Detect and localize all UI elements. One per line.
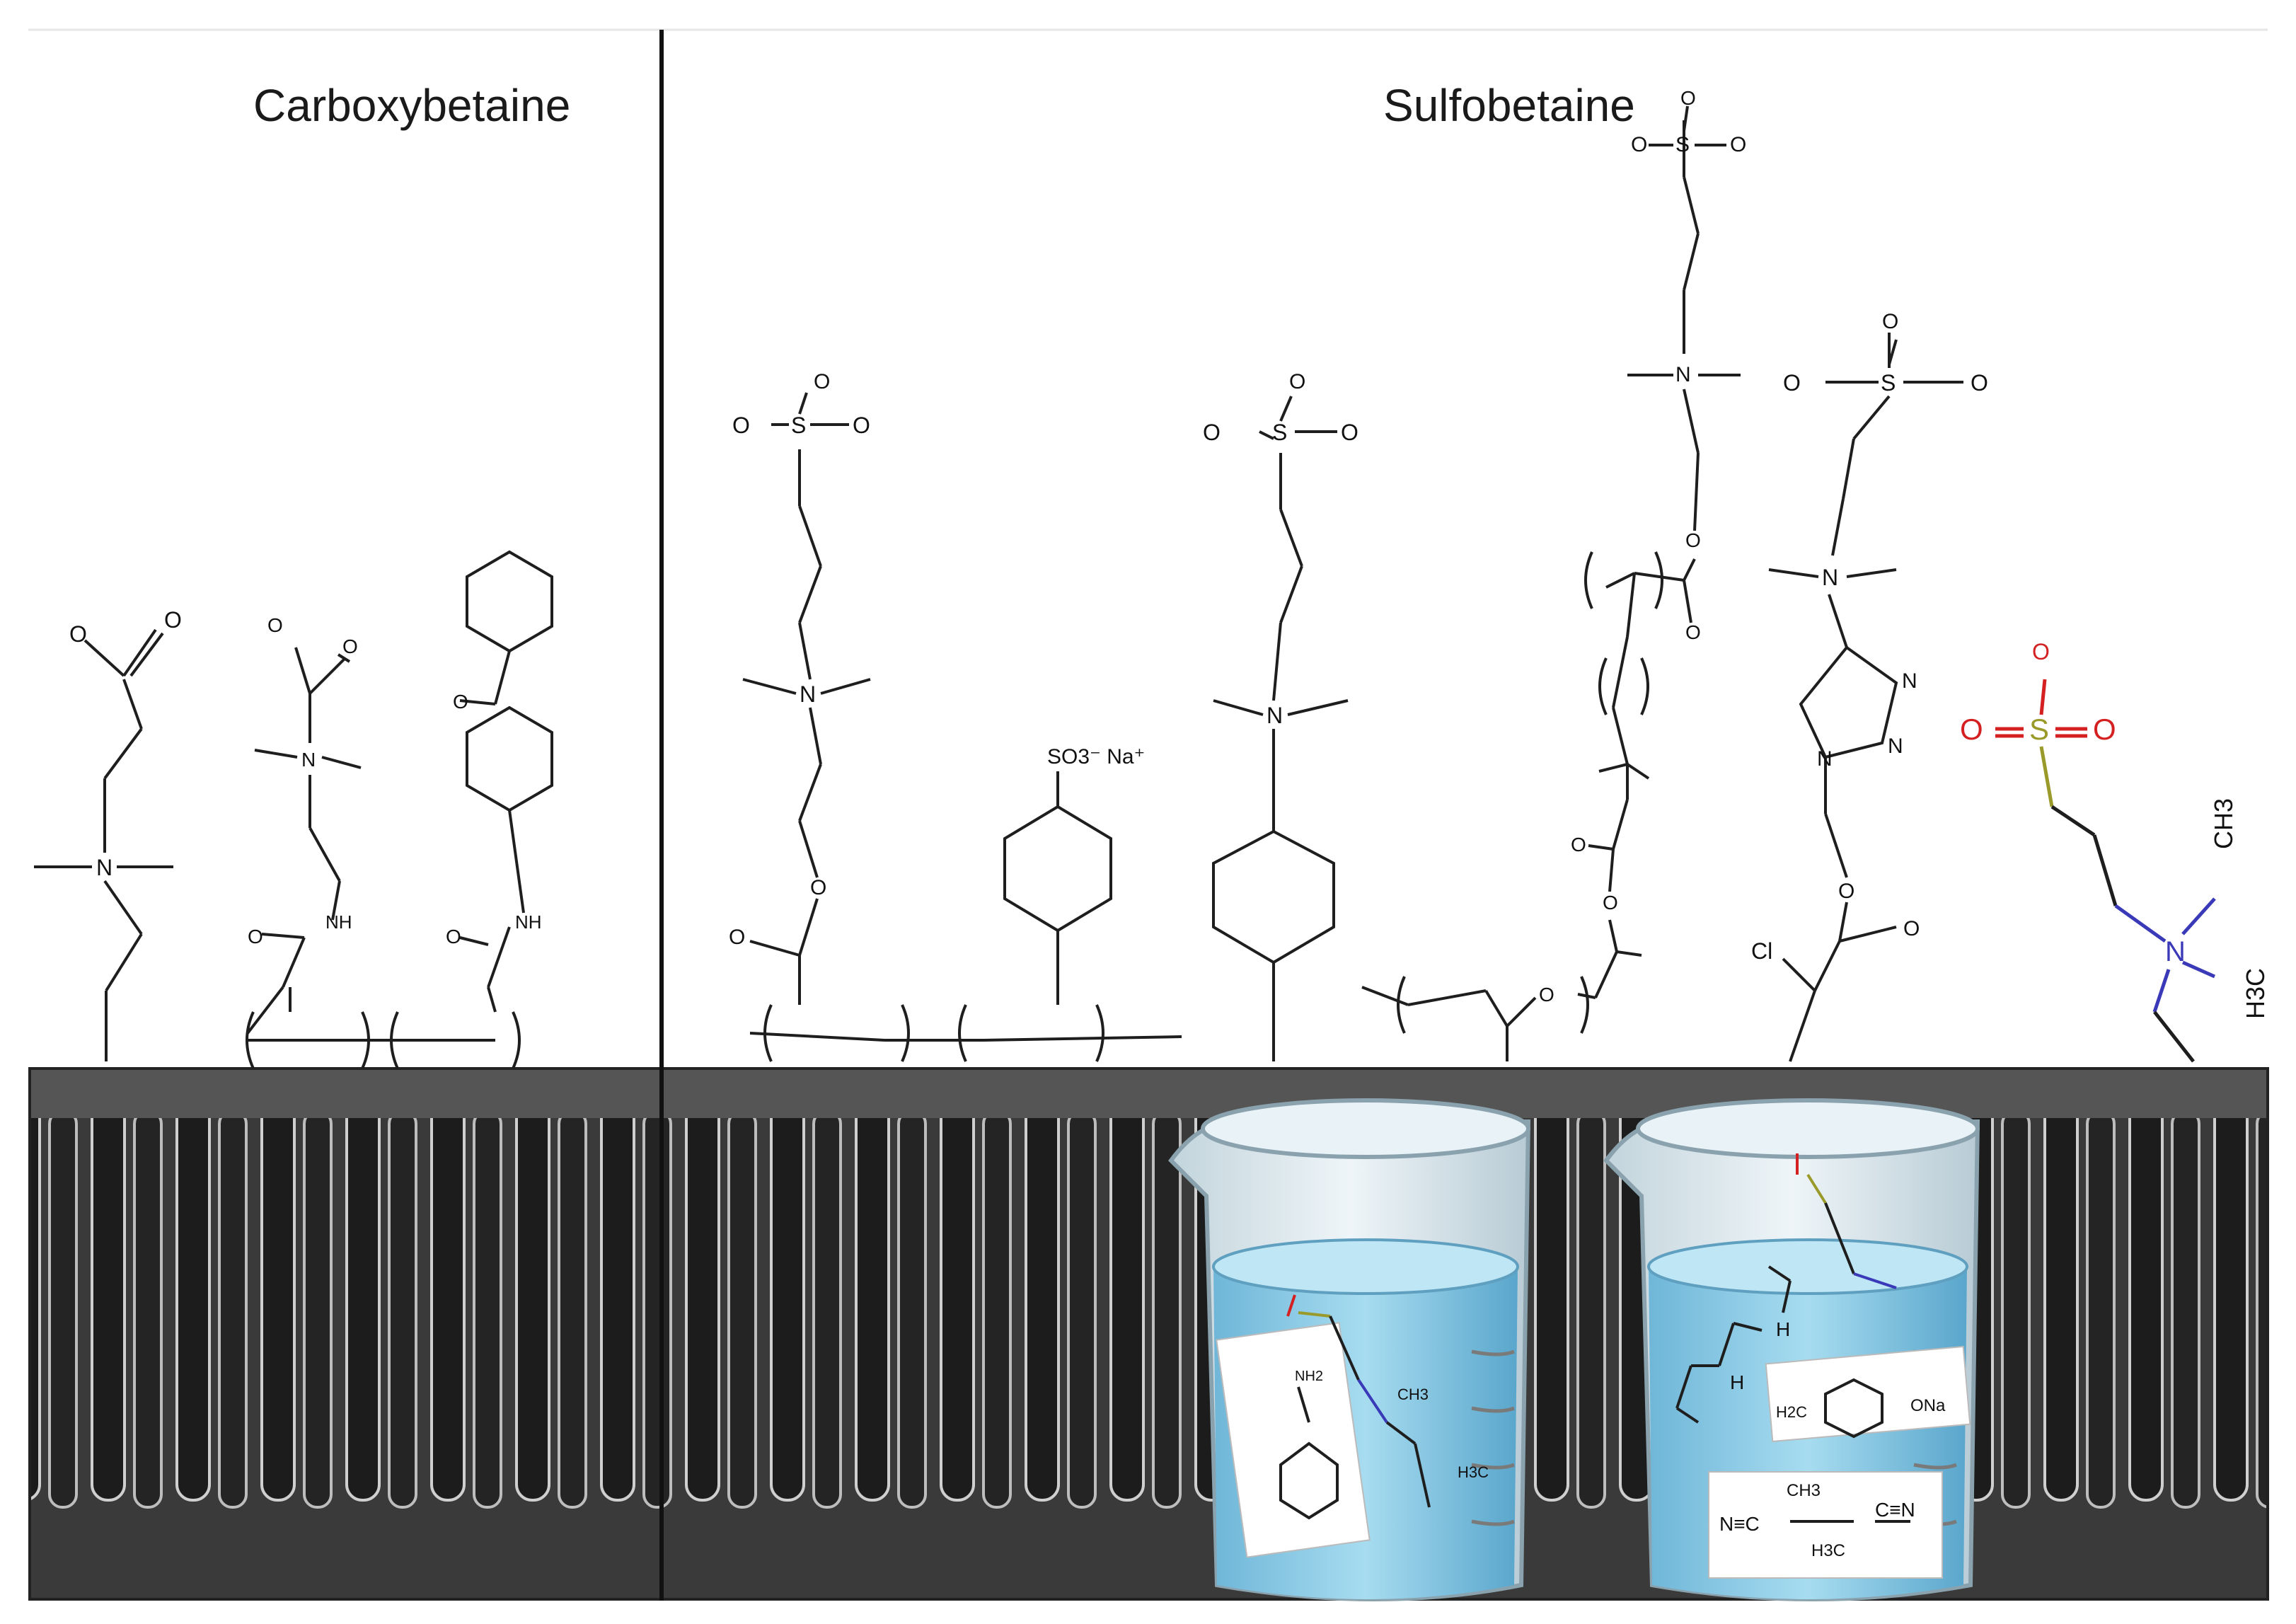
- atom-label: H2C: [1776, 1403, 1808, 1421]
- atom-label: O: [1838, 880, 1855, 903]
- atom-label: O: [1680, 87, 1696, 109]
- atom-label: O: [853, 413, 870, 438]
- atom-label: SO3⁻ Na⁺: [1047, 745, 1146, 768]
- atom-label: O: [1730, 133, 1747, 156]
- atom-label: O: [1882, 310, 1899, 333]
- atom-label: CH3: [2209, 797, 2238, 849]
- atom-label: O: [342, 635, 358, 657]
- atom-label: O: [1571, 834, 1586, 856]
- sulfobetaine-colored: [1995, 679, 2216, 1063]
- atom-label: O: [164, 607, 182, 633]
- atom-label: N: [1888, 735, 1903, 758]
- atom-label: O: [1341, 420, 1358, 445]
- sulfobetaine-sbma: [742, 392, 1182, 1062]
- atom-label: N: [1267, 703, 1283, 728]
- atom-label: O: [814, 370, 831, 393]
- carboxybetaine-heading: Carboxybetaine: [253, 80, 571, 131]
- sulfobetaine-triazole: [1768, 333, 1963, 1062]
- sulfobetaine-brush: [1361, 105, 1741, 1061]
- atom-label: O: [1203, 420, 1221, 445]
- atom-label: O: [248, 926, 263, 948]
- atom-label: Cl: [1751, 938, 1773, 964]
- atom-label: O: [1631, 133, 1648, 156]
- atom-label: O: [1783, 370, 1801, 396]
- atom-label: CH3: [1397, 1386, 1429, 1403]
- atom-label: O: [446, 926, 461, 948]
- atom-label: N≡C: [1719, 1513, 1760, 1535]
- carboxybetaine-polymer: [246, 550, 553, 1069]
- atom-label: S: [791, 413, 807, 438]
- atom-label: O: [69, 621, 87, 647]
- atom-label: O: [1685, 621, 1701, 643]
- atom-label: H: [1730, 1371, 1745, 1393]
- atom-label: C≡N: [1875, 1499, 1915, 1521]
- atom-label: O: [1539, 984, 1554, 1006]
- atom-label: S: [2029, 713, 2050, 746]
- atom-label: S: [1881, 370, 1896, 396]
- atom-label: N: [1822, 565, 1839, 590]
- atom-label: O: [732, 413, 750, 438]
- atom-label: O: [1903, 917, 1920, 940]
- atom-label: N: [301, 749, 316, 771]
- atom-label: N: [800, 681, 817, 707]
- atom-label: H: [1776, 1318, 1791, 1340]
- atom-label: H3C: [2241, 967, 2270, 1019]
- atom-label: O: [1685, 529, 1701, 551]
- atom-label: N: [1817, 747, 1833, 771]
- atom-label: O: [2093, 713, 2116, 746]
- atom-label: NH2: [1295, 1369, 1324, 1384]
- atom-label: S: [1272, 420, 1288, 445]
- atom-label: NH: [325, 911, 352, 933]
- sulfobetaine-benzyl: [1212, 396, 1349, 1061]
- sulfobetaine-heading: Sulfobetaine: [1383, 80, 1635, 131]
- atom-label: N: [1902, 669, 1917, 693]
- atom-label: S: [1675, 133, 1690, 156]
- atom-label: N: [1675, 363, 1691, 386]
- atom-label: O: [729, 926, 746, 949]
- atom-label: N: [96, 855, 113, 880]
- atom-label: O: [453, 691, 468, 713]
- atom-label: O: [1971, 370, 1988, 396]
- atom-label: O: [1289, 370, 1306, 393]
- atom-label: O: [1603, 892, 1618, 914]
- atom-label: H3C: [1458, 1463, 1489, 1481]
- carboxybetaine-monomer: [34, 628, 173, 1061]
- atom-label: O: [267, 614, 283, 636]
- atom-label: H3C: [1811, 1541, 1846, 1560]
- beaker-icon: [1603, 1098, 1980, 1601]
- atom-label: CH3: [1787, 1481, 1821, 1500]
- atom-label: ONa: [1910, 1396, 1946, 1415]
- atom-label: O: [2032, 639, 2050, 664]
- atom-label: NH: [515, 911, 542, 933]
- beaker-icon: [1168, 1098, 1531, 1601]
- atom-label: O: [810, 876, 827, 899]
- atom-label: N: [2165, 936, 2186, 967]
- atom-label: O: [1960, 713, 1983, 746]
